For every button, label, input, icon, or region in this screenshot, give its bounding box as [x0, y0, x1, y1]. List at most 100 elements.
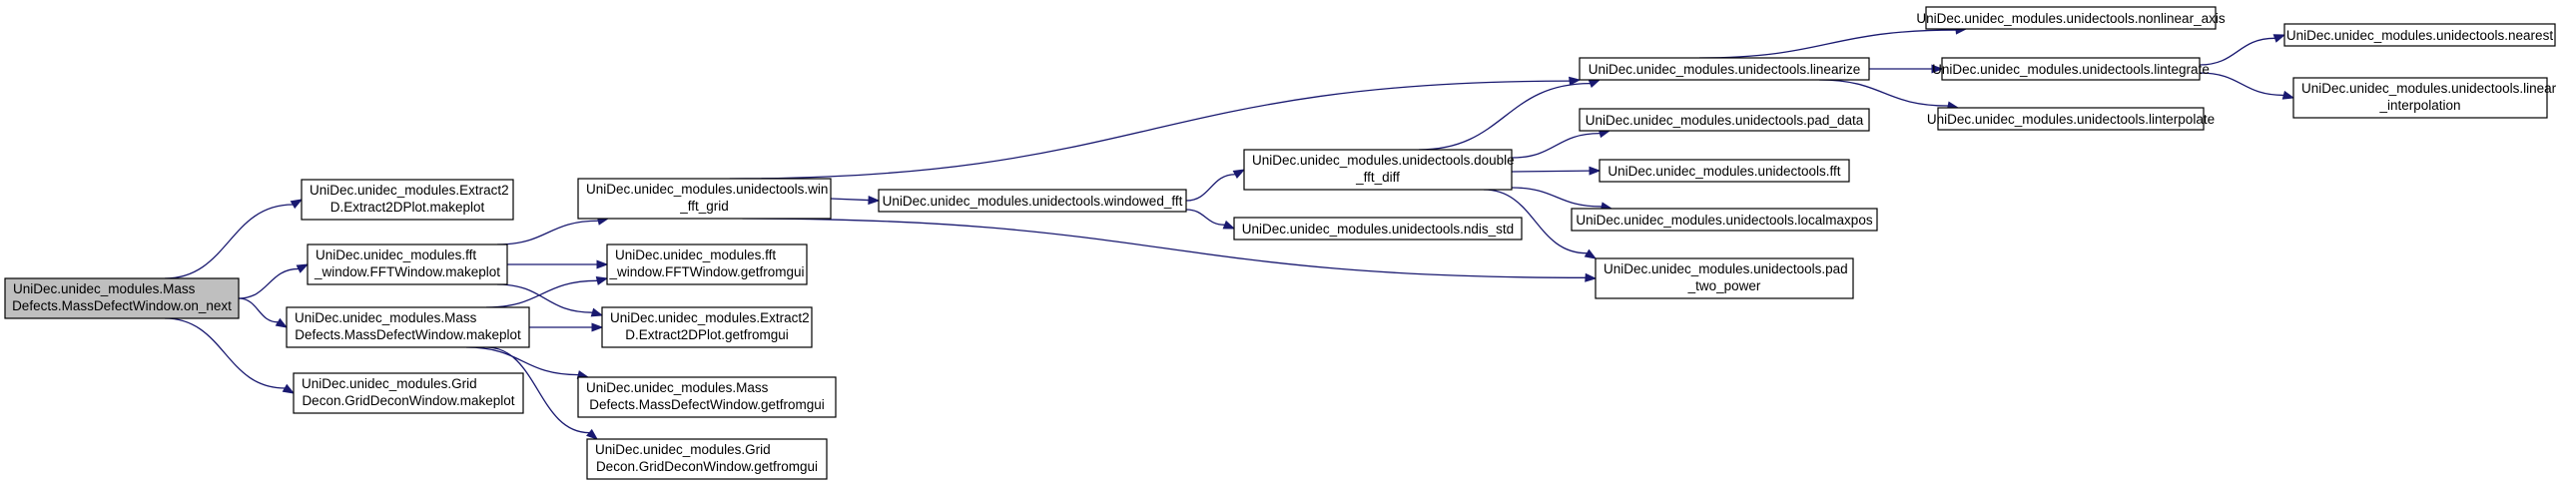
node-windowed-fft[interactable]: UniDec.unidec_modules.unidectools.window… [878, 189, 1187, 213]
edge-double_fft-to-pad_data [1511, 129, 1611, 159]
node-fft-getgui[interactable]: UniDec.unidec_modules.fft_window.FFTWind… [606, 243, 808, 285]
node-label-line: UniDec.unidec_modules.unidectools.nonlin… [1916, 11, 2225, 26]
arrowhead-icon [596, 259, 609, 269]
node-root[interactable]: UniDec.unidec_modules.MassDefects.MassDe… [4, 277, 240, 319]
node-box[interactable] [2283, 23, 2556, 47]
node-box[interactable] [1925, 6, 2217, 30]
node-label-line: UniDec.unidec_modules.Mass [586, 380, 769, 395]
node-localmaxpos[interactable]: UniDec.unidec_modules.unidectools.localm… [1571, 208, 1878, 232]
node-box[interactable] [1233, 217, 1523, 241]
arrowhead-icon [1931, 64, 1944, 74]
edge-line [238, 267, 300, 299]
edge-windowed_fft-to-double_fft [1185, 169, 1246, 202]
node-box[interactable] [1571, 208, 1878, 232]
node-win-fft-grid[interactable]: UniDec.unidec_modules.unidectools.win_ff… [577, 178, 832, 220]
node-ex2d-getgui[interactable]: UniDec.unidec_modules.Extract2D.Extract2… [601, 306, 813, 348]
node-label-line: UniDec.unidec_modules.unidectools.fft [1608, 164, 1840, 179]
node-fft-make[interactable]: UniDec.unidec_modules.fft _window.FFTWind… [307, 243, 508, 285]
arrowhead-icon [1588, 79, 1602, 89]
node-label-line: _interpolation [2378, 98, 2460, 113]
arrowhead-icon [586, 428, 599, 440]
node-box[interactable] [586, 438, 828, 480]
node-double-fft[interactable]: UniDec.unidec_modules.unidectools.double… [1243, 149, 1515, 191]
arrowhead-icon [2272, 34, 2286, 43]
node-label-line: UniDec.unidec_modules.unidectools.win [586, 182, 828, 197]
edge-md_make-to-ex2d_getgui [529, 322, 604, 332]
node-box[interactable] [1941, 57, 2201, 81]
node-box[interactable] [307, 243, 508, 285]
node-label-line: UniDec.unidec_modules.unidectools.pad [1604, 261, 1848, 276]
edge-line [1418, 82, 1591, 151]
node-box[interactable] [1579, 108, 1870, 132]
node-box[interactable] [1595, 257, 1854, 299]
node-box[interactable] [577, 178, 832, 220]
node-pad-data[interactable]: UniDec.unidec_modules.unidectools.pad_da… [1579, 108, 1870, 132]
node-nonlinear-axis[interactable]: UniDec.unidec_modules.unidectools.nonlin… [1916, 6, 2226, 30]
arrowhead-icon [296, 263, 310, 273]
arrowhead-icon [1232, 169, 1246, 179]
node-md-getgui[interactable]: UniDec.unidec_modules.MassDefects.MassDe… [577, 376, 837, 418]
node-lintegrate[interactable]: UniDec.unidec_modules.unidectools.linteg… [1932, 57, 2210, 81]
arrowhead-icon [2281, 90, 2295, 100]
edge-win_fft_grid-to-linearize [729, 76, 1582, 180]
edge-line [2199, 72, 2284, 97]
node-fft[interactable]: UniDec.unidec_modules.unidectools.fft [1599, 159, 1850, 183]
node-box[interactable] [4, 277, 240, 319]
arrowhead-icon [1222, 220, 1236, 230]
node-linterpolate[interactable]: UniDec.unidec_modules.unidectools.linter… [1927, 107, 2215, 131]
node-box[interactable] [301, 179, 514, 221]
node-box[interactable] [1579, 57, 1870, 81]
node-box[interactable] [293, 372, 524, 414]
node-box[interactable] [286, 306, 530, 348]
edge-win_fft_grid-to-windowed_fft [830, 196, 881, 206]
node-linear-interp[interactable]: UniDec.unidec_modules.unidectools.linear… [2292, 77, 2557, 119]
edge-fft_make-to-fft_getgui [507, 259, 609, 269]
edge-line [2199, 37, 2275, 66]
edge-root-to-fft_make [238, 263, 310, 299]
node-box[interactable] [1599, 159, 1850, 183]
edge-double_fft-to-pad_two_power [1483, 189, 1598, 259]
node-box[interactable] [1937, 107, 2205, 131]
edge-line [485, 346, 590, 434]
node-box[interactable] [601, 306, 813, 348]
node-md-make[interactable]: UniDec.unidec_modules.MassDefects.MassDe… [286, 306, 530, 348]
edge-linearize-to-lintegrate [1869, 64, 1944, 74]
node-ex2d-make[interactable]: UniDec.unidec_modules.Extract2D.Extract2… [301, 179, 514, 221]
node-gd-getgui[interactable]: UniDec.unidec_modules.GridDecon.GridDeco… [586, 438, 828, 480]
node-label-line: Defects.MassDefectWindow.getfromgui [589, 397, 825, 412]
node-label-line: UniDec.unidec_modules.unidectools.neares… [2286, 28, 2553, 43]
node-nearest[interactable]: UniDec.unidec_modules.unidectools.neares… [2283, 23, 2556, 47]
node-pad-two-power[interactable]: UniDec.unidec_modules.unidectools.pad_tw… [1595, 257, 1854, 299]
edge-line [1698, 29, 1957, 59]
node-label-line: UniDec.unidec_modules.unidectools.window… [883, 194, 1183, 209]
node-label-line: UniDec.unidec_modules.unidectools.pad_da… [1586, 113, 1864, 128]
node-box[interactable] [606, 243, 808, 285]
node-label-line: D.Extract2DPlot.makeplot [330, 200, 485, 215]
node-label-line: UniDec.unidec_modules.unidectools.linear [2301, 81, 2557, 96]
arrowhead-icon [590, 307, 604, 317]
node-ndis-std[interactable]: UniDec.unidec_modules.unidectools.ndis_s… [1233, 217, 1523, 241]
edge-fft_make-to-ex2d_getgui [496, 283, 604, 317]
node-label-line: UniDec.unidec_modules.Grid [302, 376, 477, 391]
edge-line [742, 218, 1587, 278]
edge-root-to-md_make [238, 297, 289, 328]
node-box[interactable] [878, 189, 1187, 213]
arrowhead-icon [1585, 272, 1598, 282]
edge-line [1185, 209, 1225, 226]
edge-fft_make-to-win_fft_grid [496, 216, 610, 245]
node-label-line: UniDec.unidec_modules.fft [316, 247, 476, 262]
node-box[interactable] [1243, 149, 1513, 191]
arrowhead-icon [1589, 166, 1602, 176]
edge-line [1511, 187, 1603, 208]
node-gd-make[interactable]: UniDec.unidec_modules.GridDecon.GridDeco… [293, 372, 524, 414]
edge-line [164, 204, 294, 279]
node-box[interactable] [2292, 77, 2548, 119]
edge-line [1483, 189, 1588, 254]
edge-double_fft-to-linearize [1418, 79, 1602, 151]
node-label-line: UniDec.unidec_modules.unidectools.ndis_s… [1242, 222, 1514, 237]
node-linearize[interactable]: UniDec.unidec_modules.unidectools.linear… [1579, 57, 1870, 81]
node-label-line: UniDec.unidec_modules.unidectools.linter… [1927, 112, 2215, 127]
node-box[interactable] [577, 376, 837, 418]
node-label-line: _window.FFTWindow.makeplot [314, 264, 500, 279]
